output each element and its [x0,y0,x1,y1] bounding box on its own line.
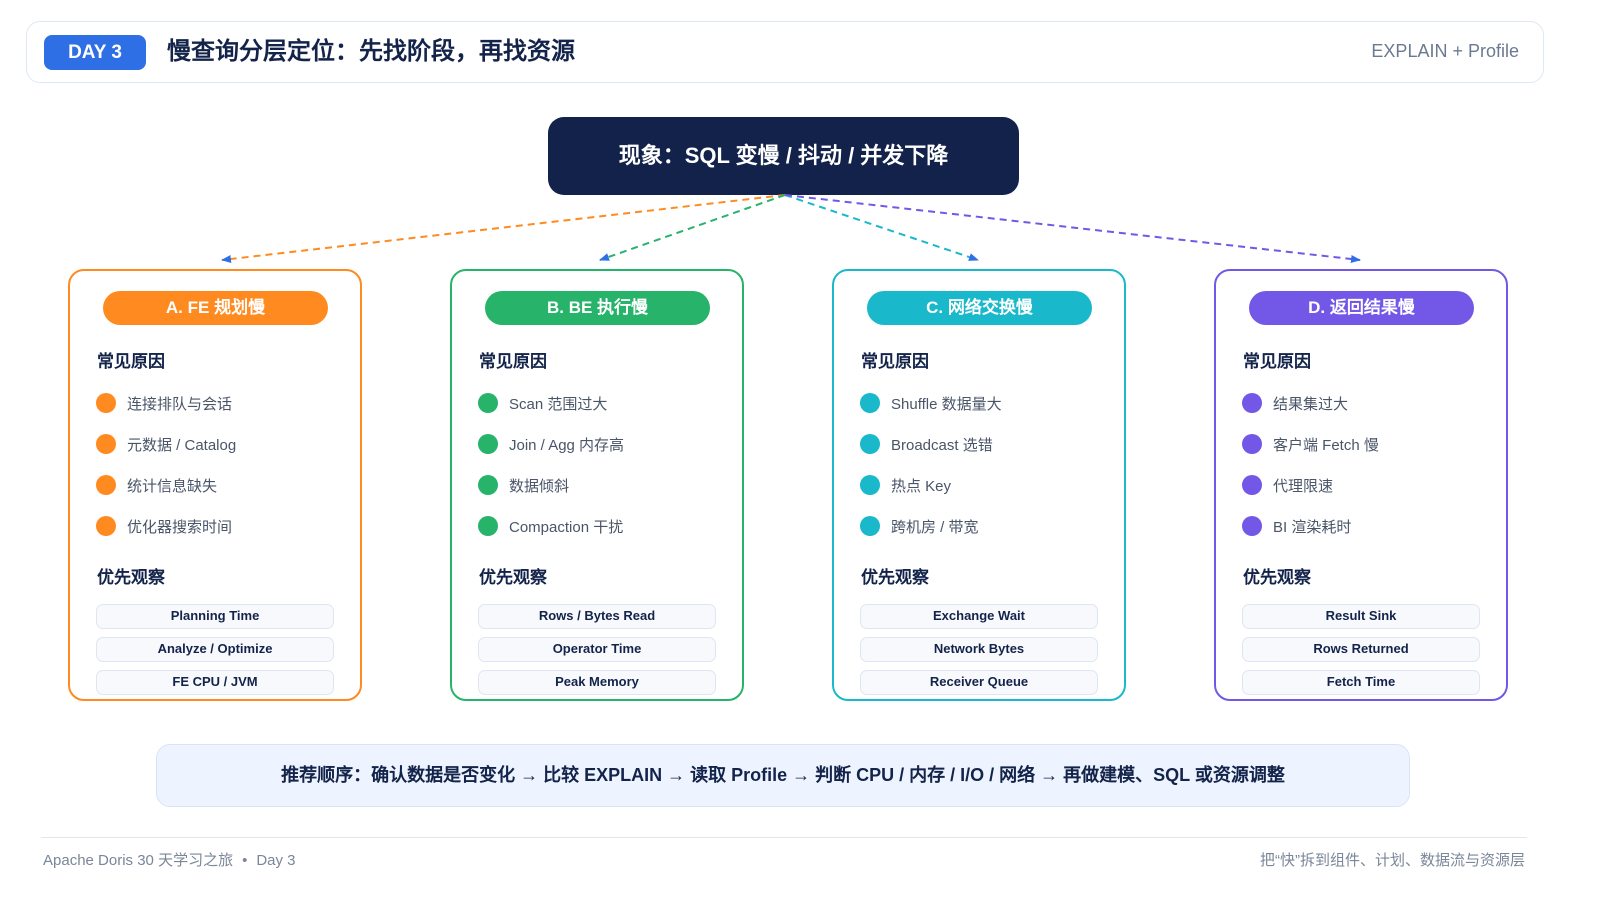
bullet-dot-icon [860,434,880,454]
causes-heading: 常见原因 [479,352,547,371]
bullet-dot-icon [478,516,498,536]
bullet-dot-icon [860,516,880,536]
metric-chip: Analyze / Optimize [96,637,334,662]
bullet-dot-icon [478,393,498,413]
bullet-dot-icon [1242,516,1262,536]
header-bar: DAY 3 慢查询分层定位：先找阶段，再找资源 EXPLAIN + Profil… [26,21,1544,83]
metric-chip: Rows / Bytes Read [478,604,716,629]
card-network-exchange: C. 网络交换慢 常见原因 Shuffle 数据量大 Broadcast 选错 … [832,269,1126,701]
bullet-dot-icon [478,434,498,454]
cause-label: Compaction 干扰 [509,518,624,536]
cause-item: Join / Agg 内存高 [478,432,624,456]
cause-label: Broadcast 选错 [891,436,993,454]
cause-item: 元数据 / Catalog [96,432,236,456]
header-tag: EXPLAIN + Profile [1371,41,1519,61]
cause-label: 客户端 Fetch 慢 [1273,436,1379,454]
metric-chip: FE CPU / JVM [96,670,334,695]
observe-heading: 优先观察 [861,568,929,587]
cause-item: 结果集过大 [1242,391,1348,415]
footer-separator: • [242,852,248,869]
bullet-dot-icon [96,434,116,454]
causes-heading: 常见原因 [1243,352,1311,371]
cause-label: 统计信息缺失 [127,477,218,495]
cause-label: Shuffle 数据量大 [891,395,1002,413]
metric-chip: Fetch Time [1242,670,1480,695]
bullet-dot-icon [1242,475,1262,495]
cause-item: 数据倾斜 [478,473,569,497]
metric-chip: Peak Memory [478,670,716,695]
metric-chip: Rows Returned [1242,637,1480,662]
cause-label: 优化器搜索时间 [127,518,233,536]
cause-label: 元数据 / Catalog [127,436,237,454]
cause-label: 跨机房 / 带宽 [891,518,979,536]
footer-series-title: Apache Doris 30 天学习之旅 [43,852,234,869]
observe-heading: 优先观察 [479,568,547,587]
recommended-order-box: 推荐顺序：确认数据是否变化 → 比较 EXPLAIN → 读取 Profile … [156,744,1410,807]
bullet-dot-icon [478,475,498,495]
cause-label: 代理限速 [1273,477,1334,495]
metric-chip: Operator Time [478,637,716,662]
bullet-dot-icon [96,475,116,495]
cause-label: Scan 范围过大 [509,395,608,413]
card-title-pill: B. BE 执行慢 [485,291,710,325]
card-title-pill: A. FE 规划慢 [103,291,328,325]
cause-item: Shuffle 数据量大 [860,391,1002,415]
day-badge: DAY 3 [44,35,146,70]
cause-item: Compaction 干扰 [478,514,623,538]
bullet-dot-icon [1242,434,1262,454]
metric-chip: Exchange Wait [860,604,1098,629]
observe-heading: 优先观察 [1243,568,1311,587]
footer-left: Apache Doris 30 天学习之旅 • Day 3 [43,849,296,870]
metric-chip: Receiver Queue [860,670,1098,695]
branch-arrow [599,194,786,261]
cause-label: 热点 Key [891,477,952,495]
page-title: 慢查询分层定位：先找阶段，再找资源 [167,38,575,65]
cause-item: 统计信息缺失 [96,473,217,497]
cause-label: BI 渲染耗时 [1273,518,1352,536]
metric-chip: Planning Time [96,604,334,629]
metric-chip: Result Sink [1242,604,1480,629]
footer-day: Day 3 [256,852,296,869]
observe-heading: 优先观察 [97,568,165,587]
cause-item: 跨机房 / 带宽 [860,514,979,538]
card-title-pill: D. 返回结果慢 [1249,291,1474,325]
cause-label: Join / Agg 内存高 [509,436,625,454]
bullet-dot-icon [860,393,880,413]
branch-arrow [784,194,979,261]
cause-label: 数据倾斜 [509,477,570,495]
bullet-dot-icon [1242,393,1262,413]
bullet-dot-icon [96,393,116,413]
cause-label: 连接排队与会话 [127,395,233,413]
cause-item: 客户端 Fetch 慢 [1242,432,1379,456]
card-title-pill: C. 网络交换慢 [867,291,1092,325]
branch-arrow [221,194,786,263]
bullet-dot-icon [96,516,116,536]
root-symptom-box: 现象：SQL 变慢 / 抖动 / 并发下降 [548,117,1019,195]
card-result-return: D. 返回结果慢 常见原因 结果集过大 客户端 Fetch 慢 代理限速 BI … [1214,269,1508,701]
cause-item: 连接排队与会话 [96,391,232,415]
branch-arrow [784,194,1361,263]
cause-label: 结果集过大 [1273,395,1349,413]
metric-chip: Network Bytes [860,637,1098,662]
causes-heading: 常见原因 [97,352,165,371]
card-be-execution: B. BE 执行慢 常见原因 Scan 范围过大 Join / Agg 内存高 … [450,269,744,701]
cause-item: 代理限速 [1242,473,1333,497]
causes-heading: 常见原因 [861,352,929,371]
cause-item: BI 渲染耗时 [1242,514,1351,538]
bullet-dot-icon [860,475,880,495]
cause-item: 优化器搜索时间 [96,514,232,538]
card-fe-planning: A. FE 规划慢 常见原因 连接排队与会话 元数据 / Catalog 统计信… [68,269,362,701]
footer-right: 把“快”拆到组件、计划、数据流与资源层 [1260,852,1525,869]
cause-item: 热点 Key [860,473,951,497]
cause-item: Scan 范围过大 [478,391,607,415]
cause-item: Broadcast 选错 [860,432,993,456]
footer-divider [41,837,1527,838]
